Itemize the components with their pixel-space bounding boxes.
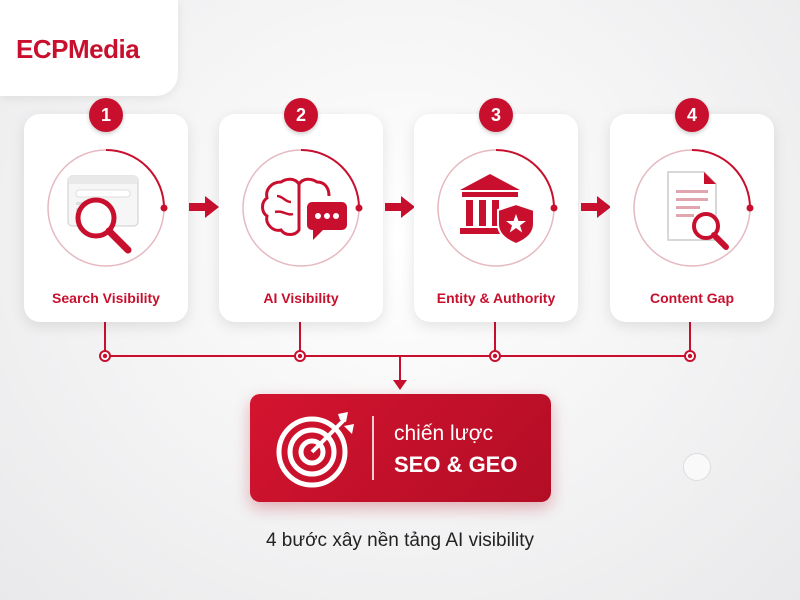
arrow-right-icon — [189, 196, 219, 218]
strategy-divider — [372, 416, 374, 480]
step-number-2: 2 — [284, 98, 318, 132]
step-card-2: 2 AI Visibility — [219, 98, 383, 322]
decorative-circle — [683, 453, 711, 481]
step-number-4: 4 — [675, 98, 709, 132]
step-card-4: 4 Content Gap — [610, 98, 774, 322]
step-card-1: 1 Search Visibility — [24, 98, 188, 322]
step-label-3: Entity & Authority — [436, 290, 556, 306]
logo: ECPMedia — [16, 34, 140, 65]
logo-part-1: ECP — [16, 34, 68, 64]
strategy-line-1: chiến lược — [394, 422, 494, 445]
brain-chat-icon — [242, 149, 363, 267]
arrow-right-icon — [581, 196, 611, 218]
step-card-3: 3 Entity & Authority — [414, 98, 578, 322]
step-label-1: Search Visibility — [52, 290, 160, 306]
step-label-2: AI Visibility — [263, 290, 339, 306]
logo-container: ECPMedia — [0, 0, 178, 96]
strategy-line-2: SEO & GEO — [394, 452, 518, 477]
step-number-3: 3 — [479, 98, 513, 132]
search-magnifier-icon — [47, 149, 168, 267]
caption: 4 bước xây nền tảng AI visibility — [265, 530, 535, 551]
target-arrow-icon — [276, 412, 354, 488]
document-search-icon — [633, 149, 754, 267]
bank-shield-icon — [437, 149, 558, 267]
logo-part-2: Media — [67, 34, 140, 64]
arrow-right-icon — [385, 196, 415, 218]
strategy-box: chiến lược SEO & GEO — [250, 394, 551, 502]
step-number-1: 1 — [89, 98, 123, 132]
step-label-4: Content Gap — [650, 290, 734, 306]
